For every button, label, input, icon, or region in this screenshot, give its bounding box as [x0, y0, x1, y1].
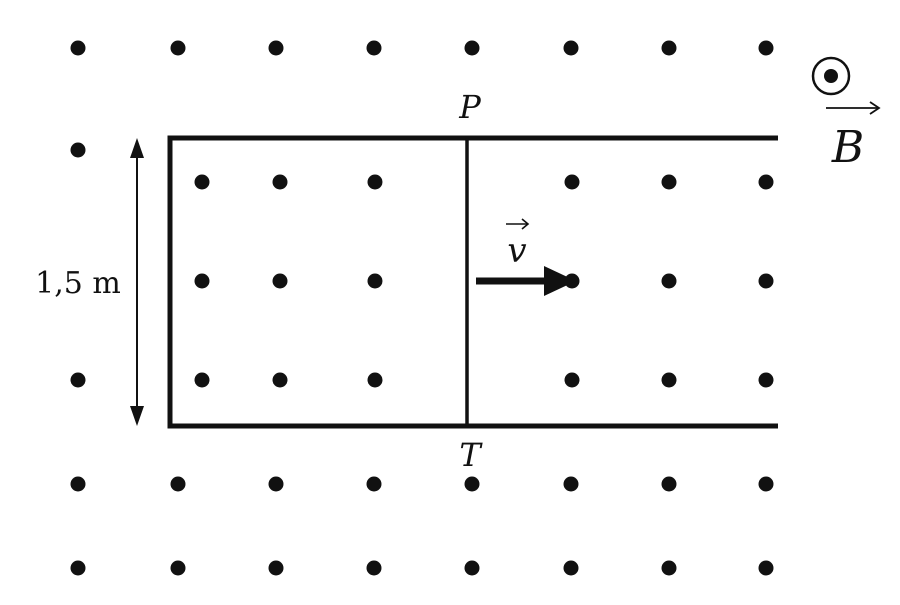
- field-dot: [268, 560, 284, 576]
- field-dot: [70, 142, 86, 158]
- field-dot: [758, 560, 774, 576]
- field-dot: [758, 273, 774, 289]
- field-dot: [268, 476, 284, 492]
- field-dot: [464, 476, 480, 492]
- field-dot: [661, 40, 677, 56]
- magnetic-field-dots: [70, 40, 774, 576]
- field-dot: [758, 476, 774, 492]
- point-p-label: P: [458, 88, 481, 126]
- field-dot: [366, 476, 382, 492]
- field-dot: [564, 174, 580, 190]
- field-dot: [366, 40, 382, 56]
- width-dimension-arrow: [130, 138, 144, 426]
- field-dot: [272, 174, 288, 190]
- field-dot: [758, 40, 774, 56]
- field-label: B: [831, 122, 864, 173]
- field-dot: [758, 174, 774, 190]
- velocity-arrow: [476, 266, 576, 296]
- field-dot: [70, 476, 86, 492]
- field-dot: [563, 476, 579, 492]
- field-dot: [661, 560, 677, 576]
- field-dot: [661, 476, 677, 492]
- out-of-page-dot-in-circle-icon: [811, 56, 851, 96]
- field-dot: [170, 40, 186, 56]
- field-dot: [564, 372, 580, 388]
- field-dot: [367, 273, 383, 289]
- field-dot: [272, 372, 288, 388]
- field-dot: [661, 174, 677, 190]
- field-dot: [272, 273, 288, 289]
- field-dot: [170, 560, 186, 576]
- field-dot: [268, 40, 284, 56]
- field-dot: [661, 273, 677, 289]
- velocity-label: v: [507, 231, 526, 271]
- field-dot: [170, 476, 186, 492]
- field-dot: [366, 560, 382, 576]
- field-dot: [194, 372, 210, 388]
- field-dot: [563, 40, 579, 56]
- field-dot: [563, 560, 579, 576]
- conducting-rails: [167, 135, 778, 429]
- field-dot: [194, 174, 210, 190]
- velocity-vector-arrow-icon: [506, 218, 530, 230]
- field-dot: [464, 560, 480, 576]
- field-dot: [70, 40, 86, 56]
- field-dot: [464, 40, 480, 56]
- width-label: 1,5 m: [35, 266, 121, 301]
- field-dot: [661, 372, 677, 388]
- field-vector-arrow-icon: [826, 101, 881, 115]
- field-dot: [70, 372, 86, 388]
- field-dot: [367, 174, 383, 190]
- field-dot: [70, 560, 86, 576]
- field-dot: [367, 372, 383, 388]
- field-dot: [194, 273, 210, 289]
- field-dot: [758, 372, 774, 388]
- point-t-label: T: [459, 436, 483, 474]
